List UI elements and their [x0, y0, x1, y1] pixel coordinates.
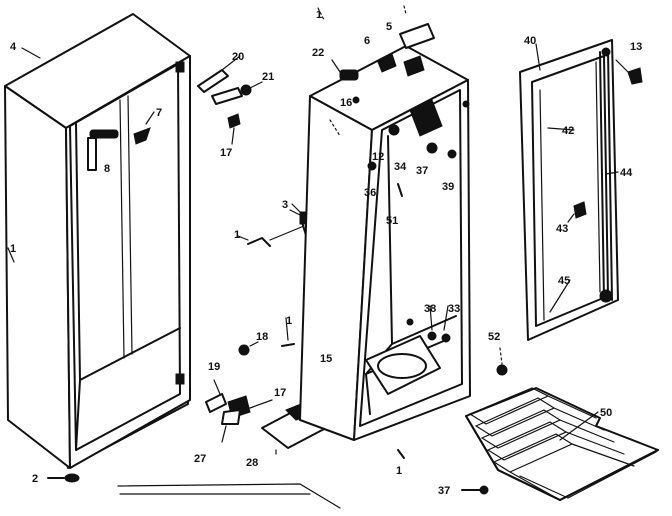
- base-outline: [117, 483, 341, 509]
- callout-17-bottom: 17: [274, 387, 286, 399]
- callout-44: 44: [620, 167, 633, 179]
- callout-43: 43: [556, 223, 568, 235]
- callout-22: 22: [312, 47, 324, 59]
- callout-33: 33: [448, 303, 460, 315]
- door-gasket-frame: [519, 39, 643, 341]
- callout-16: 16: [340, 97, 352, 109]
- wire-shelf: [461, 347, 659, 501]
- callout-7: 7: [156, 107, 162, 119]
- callout-4: 4: [10, 41, 17, 53]
- callout-15: 15: [320, 353, 332, 365]
- callout-3: 3: [282, 199, 288, 211]
- callouts: 1 1 1 1 1 2 3 4 5 6 7 8 12 13 15 16 17 1…: [10, 9, 642, 497]
- callout-52: 52: [488, 331, 500, 343]
- cabinet-liner: [299, 5, 471, 459]
- callout-1-lower: 1: [10, 243, 16, 255]
- callout-40: 40: [524, 35, 536, 47]
- callout-39: 39: [442, 181, 454, 193]
- callout-1-bottom: 1: [396, 465, 402, 477]
- callout-19: 19: [208, 361, 220, 373]
- callout-28: 28: [246, 457, 258, 469]
- callout-37-upper: 37: [416, 165, 428, 177]
- callout-20: 20: [232, 51, 244, 63]
- callout-45: 45: [558, 275, 570, 287]
- callout-1-mid: 1: [286, 315, 292, 327]
- callout-50: 50: [600, 407, 612, 419]
- callout-21: 21: [262, 71, 274, 83]
- cabinet-shell: [4, 13, 191, 483]
- callout-2: 2: [32, 473, 38, 485]
- callout-42: 42: [562, 125, 574, 137]
- leader-lines: [21, 43, 619, 441]
- callout-51: 51: [386, 215, 398, 227]
- callout-1-left: 1: [234, 229, 240, 241]
- callout-17-top: 17: [220, 147, 232, 159]
- callout-12: 12: [372, 151, 384, 163]
- callout-6: 6: [364, 35, 370, 47]
- callout-5: 5: [386, 21, 392, 33]
- callout-37-lower: 37: [438, 485, 450, 497]
- callout-1-top: 1: [316, 9, 322, 21]
- callout-34: 34: [394, 161, 407, 173]
- callout-8: 8: [104, 163, 110, 175]
- callout-27: 27: [194, 453, 206, 465]
- callout-18: 18: [256, 331, 268, 343]
- callout-36: 36: [364, 187, 376, 199]
- callout-13: 13: [630, 41, 642, 53]
